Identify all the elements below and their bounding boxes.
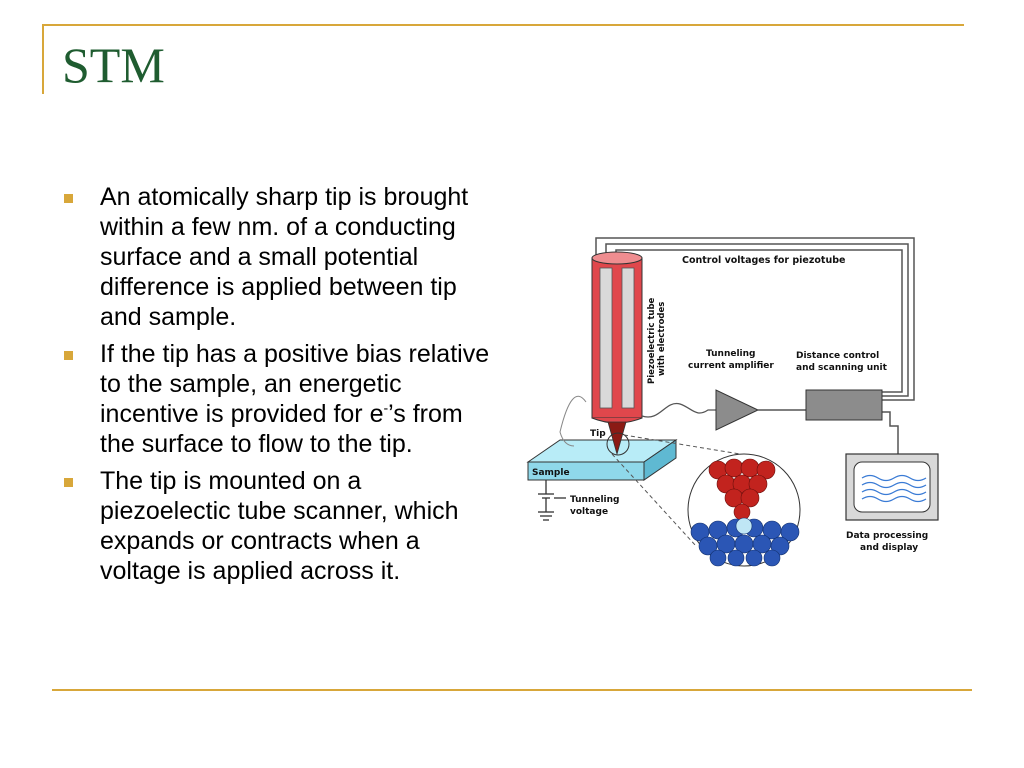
tunneling-voltage-label-2: voltage: [570, 507, 608, 517]
bullet-item: If the tip has a positive bias relative …: [60, 339, 490, 459]
distance-control-label-2: and scanning unit: [796, 363, 888, 373]
tip-label: Tip: [590, 429, 606, 439]
slide-title: STM: [62, 37, 165, 93]
square-bullet-icon: [64, 194, 73, 203]
bullet-list: An atomically sharp tip is brought withi…: [60, 182, 490, 593]
sample-label: Sample: [532, 468, 570, 478]
bottom-rule: [52, 689, 972, 691]
stm-diagram: Control voltages for piezotube Sample Pi…: [526, 237, 939, 567]
piezo-tube: [559, 251, 643, 456]
amplifier-label: Tunneling: [706, 349, 756, 359]
bullet-text-continued: ’s from the surface to flow to the tip.: [100, 400, 463, 458]
distance-control-label: Distance control: [796, 351, 879, 361]
square-bullet-icon: [64, 478, 73, 487]
tunneling-voltage-label: Tunneling: [570, 495, 620, 505]
bullet-item: An atomically sharp tip is brought withi…: [60, 182, 490, 332]
ground-symbol: [538, 480, 566, 521]
top-rule: [42, 24, 964, 26]
square-bullet-icon: [64, 351, 73, 360]
control-voltages-label: Control voltages for piezotube: [682, 255, 845, 266]
bullet-item: The tip is mounted on a piezoelectic tub…: [60, 466, 490, 586]
amplifier-icon: [715, 389, 760, 431]
left-rule: [42, 24, 44, 94]
tip-wire: [641, 402, 716, 418]
bullet-superscript: -: [383, 399, 389, 416]
monitor-icon: [845, 453, 939, 521]
sample-slab: [526, 439, 678, 481]
distance-control-unit: [805, 389, 883, 421]
control-wires: [595, 237, 915, 458]
tip-zoom-circle: [606, 432, 630, 456]
data-processing-label-2: and display: [860, 543, 918, 553]
bullet-text: The tip is mounted on a piezoelectic tub…: [100, 467, 459, 585]
bullet-text: An atomically sharp tip is brought withi…: [100, 183, 469, 331]
bullet-text: If the tip has a positive bias relative …: [100, 340, 490, 428]
piezo-tube-label-2: with electrodes: [657, 302, 667, 376]
amplifier-label-2: current amplifier: [688, 361, 774, 371]
atomic-zoom-view: [687, 453, 801, 567]
piezo-tube-label: Piezoelectric tube: [647, 297, 657, 384]
data-processing-label: Data processing: [846, 531, 928, 541]
tip-atoms: [708, 458, 776, 521]
